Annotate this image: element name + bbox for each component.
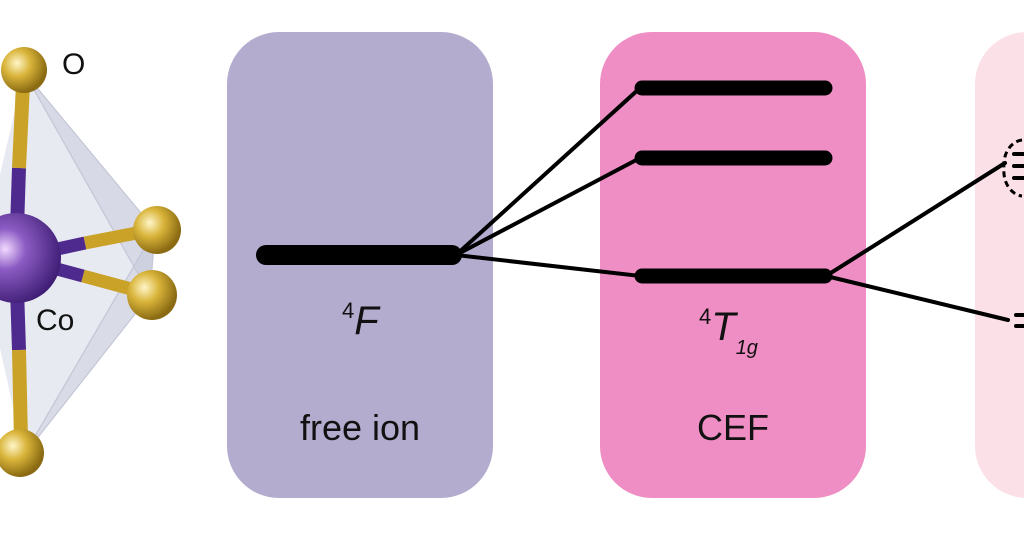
connector-line [454, 156, 642, 257]
free-ion-label: free ion [300, 407, 420, 448]
coo6-octahedron: O Co [0, 47, 181, 477]
partial-levels [1002, 138, 1024, 328]
term-superscript: 4 [342, 298, 354, 323]
oxygen-atom [127, 270, 177, 320]
cef-term-symbol: 4T1g [699, 304, 758, 359]
oxygen-label: O [62, 48, 85, 81]
term-letter: T [711, 305, 738, 349]
connector-line [454, 86, 642, 257]
oxygen-atom [1, 47, 47, 93]
octahedron-face [0, 72, 155, 455]
oxygen-atom [0, 429, 44, 477]
cef-label: CEF [697, 407, 769, 448]
cef-panel [600, 32, 866, 498]
oxygen-atom [133, 206, 181, 254]
connector-line [824, 274, 1010, 322]
connector-line [824, 161, 1007, 278]
cobalt-atom [0, 213, 61, 303]
free-ion-term-symbol: 4F [342, 298, 381, 343]
connector-line [454, 253, 642, 278]
term-letter: F [354, 299, 381, 343]
next-panel-partial [975, 32, 1024, 498]
term-superscript: 4 [699, 304, 711, 329]
term-subscript: 1g [736, 337, 758, 359]
cobalt-label: Co [36, 304, 74, 337]
